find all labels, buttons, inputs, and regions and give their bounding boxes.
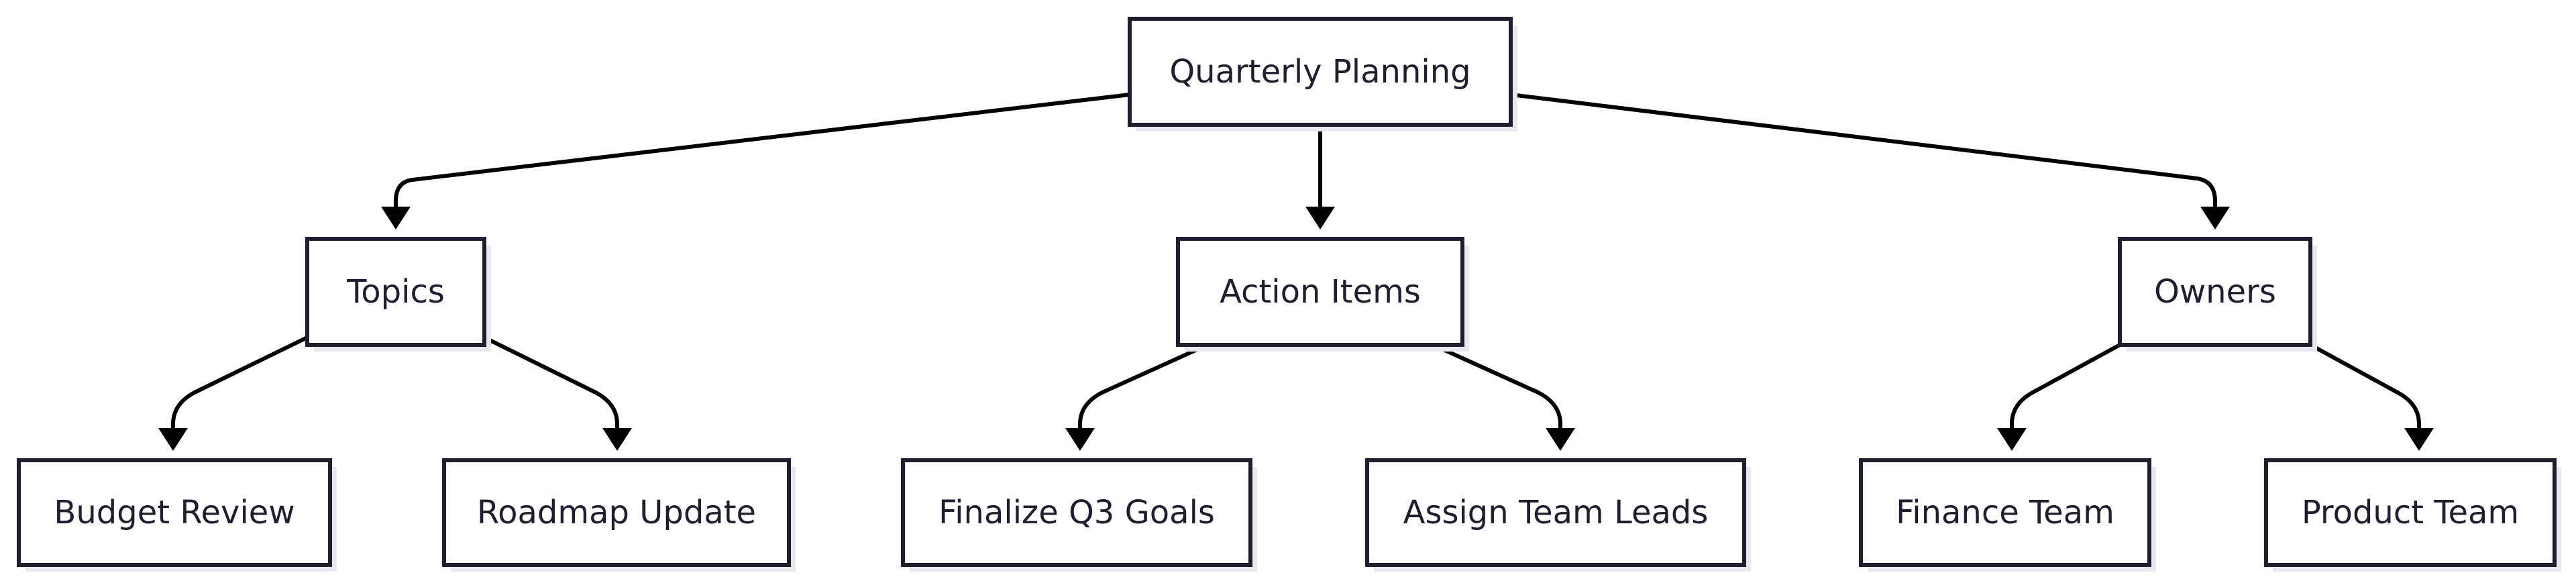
arrow-head-finance-team [1997, 428, 2027, 451]
edge-topics-roadmap-update [482, 335, 619, 437]
arrow-head-action-items [1305, 207, 1335, 229]
edge-owners-product-team [2308, 343, 2421, 437]
node-label: Product Team [2302, 494, 2519, 531]
arrow-head-budget-review [158, 428, 188, 451]
edge-action-items-assign-team-leads [1431, 343, 1562, 437]
node-label: Topics [346, 273, 445, 311]
arrow-head-roadmap-update [602, 428, 632, 451]
arrow-head-owners [2200, 207, 2230, 229]
edge-root-topics [394, 93, 1132, 215]
arrow-head-finalize-q3-goals [1065, 428, 1095, 451]
node-label: Owners [2154, 273, 2276, 311]
edges [158, 93, 2434, 451]
node-roadmap-update[interactable]: Roadmap Update [442, 458, 796, 572]
node-action-items[interactable]: Action Items [1176, 237, 1469, 352]
node-label: Finance Team [1896, 494, 2114, 531]
arrow-head-topics [381, 207, 411, 229]
node-topics[interactable]: Topics [305, 237, 491, 352]
node-label: Assign Team Leads [1403, 494, 1709, 531]
edge-owners-finance-team [2010, 343, 2122, 437]
edge-topics-budget-review [171, 335, 309, 437]
node-quarterly-planning[interactable]: Quarterly Planning [1128, 17, 1517, 131]
node-finalize-q3-goals[interactable]: Finalize Q3 Goals [901, 458, 1257, 572]
node-label: Budget Review [54, 494, 294, 531]
node-product-team[interactable]: Product Team [2264, 458, 2561, 572]
node-label: Roadmap Update [477, 494, 756, 531]
node-budget-review[interactable]: Budget Review [17, 458, 337, 572]
edge-action-items-finalize-q3-goals [1078, 343, 1210, 437]
node-label: Action Items [1220, 273, 1421, 311]
arrow-head-assign-team-leads [1546, 428, 1575, 451]
node-label: Quarterly Planning [1169, 53, 1470, 91]
node-assign-team-leads[interactable]: Assign Team Leads [1365, 458, 1751, 572]
edge-root-owners [1509, 93, 2217, 215]
arrow-head-product-team [2404, 428, 2434, 451]
node-label: Finalize Q3 Goals [938, 494, 1215, 531]
node-owners[interactable]: Owners [2118, 237, 2317, 352]
node-finance-team[interactable]: Finance Team [1859, 458, 2156, 572]
